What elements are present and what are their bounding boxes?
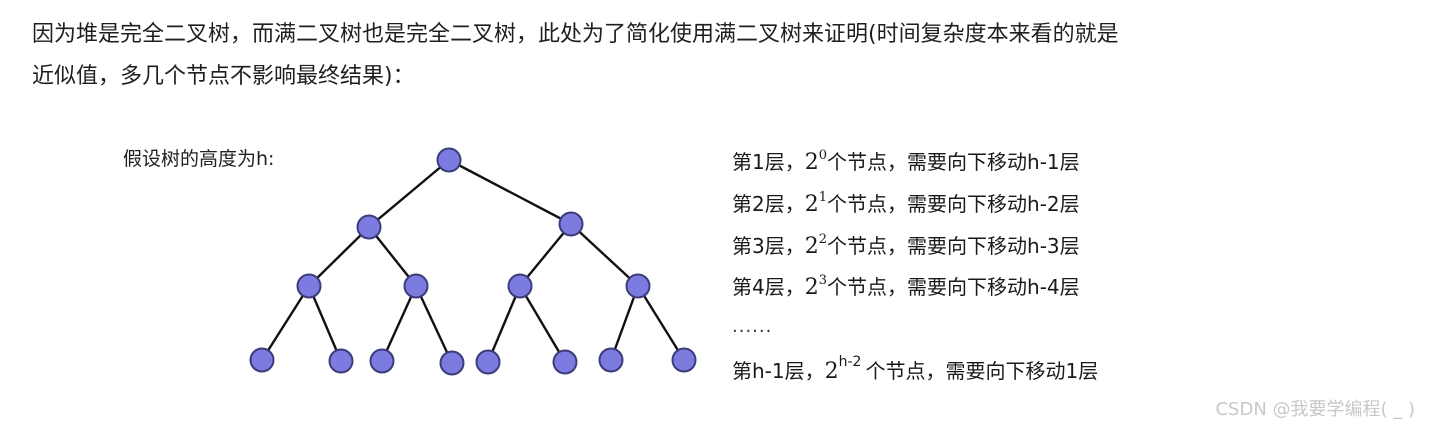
level-prefix: 第4层，: [732, 275, 805, 299]
tree-node: [249, 347, 275, 373]
power-exponent: 1: [818, 190, 828, 205]
level-prefix: 第3层，: [732, 234, 805, 258]
level-suffix: 个节点，需要向下移动h-4层: [827, 275, 1080, 299]
tree-height-assumption: 假设树的高度为h:: [123, 148, 275, 170]
intro-paragraph: 因为堆是完全二叉树，而满二叉树也是完全二叉树，此处为了简化使用满二叉树来证明(时…: [32, 14, 1362, 98]
tree-edges: [260, 158, 686, 364]
intro-line-2: 近似值，多几个节点不影响最终结果)：: [32, 64, 415, 89]
tree-edge: [368, 159, 450, 228]
level-row-3: 第3层，22个节点，需要向下移动h-3层: [732, 230, 1080, 259]
tree-edge: [519, 223, 572, 287]
tree-node: [328, 348, 354, 374]
tree-node: [436, 147, 462, 173]
tree-node: [507, 273, 533, 299]
level-row-4: 第4层，23个节点，需要向下移动h-4层: [732, 271, 1080, 300]
tree-node: [356, 214, 382, 240]
level-prefix: 第1层，: [732, 150, 805, 174]
tree-edge: [380, 285, 418, 362]
csdn-watermark: CSDN @我要学编程( _ ): [1215, 399, 1415, 420]
level-prefix: 第2层，: [732, 192, 805, 216]
tree-nodes: [249, 147, 697, 376]
tree-edge: [414, 285, 454, 364]
tree-edge: [486, 285, 522, 363]
level-row-1: 第1层，20个节点，需要向下移动h-1层: [732, 146, 1080, 175]
tree-node: [403, 273, 429, 299]
level-suffix: 个节点，需要向下移动h-1层: [827, 150, 1080, 174]
tree-node: [439, 350, 465, 376]
tree-node: [369, 348, 395, 374]
power-base: 2: [804, 234, 819, 259]
level-suffix: 个节点，需要向下移动h-3层: [827, 234, 1080, 258]
tree-edge: [368, 226, 417, 287]
tree-edge: [308, 226, 370, 287]
tree-edge: [307, 285, 343, 362]
tree-edge: [636, 285, 686, 361]
power-exponent: 2: [818, 232, 828, 247]
tree-node: [558, 211, 584, 237]
tree-node: [475, 349, 501, 375]
level-ellipsis: ......: [732, 316, 773, 337]
power-base: 2: [804, 275, 819, 300]
intro-line-1: 因为堆是完全二叉树，而满二叉树也是完全二叉树，此处为了简化使用满二叉树来证明(时…: [32, 22, 1119, 47]
power-base: 2: [824, 359, 839, 384]
tree-node: [296, 273, 322, 299]
tree-edge: [518, 285, 567, 363]
tree-node: [625, 273, 651, 299]
power-exponent: 0: [818, 148, 828, 163]
tree-node: [671, 347, 697, 373]
level-suffix: 个节点，需要向下移动h-2层: [827, 192, 1080, 216]
tree-edge: [609, 285, 640, 361]
power-exponent: 3: [818, 273, 828, 288]
tree-edge: [260, 285, 311, 361]
level-suffix: 个节点，需要向下移动1层: [865, 359, 1099, 383]
tree-edge: [570, 223, 639, 287]
power-base: 2: [804, 192, 819, 217]
level-row-2: 第2层，21个节点，需要向下移动h-2层: [732, 188, 1080, 217]
tree-node: [552, 349, 578, 375]
power-base: 2: [804, 150, 819, 175]
tree-edge: [448, 158, 572, 226]
power-exponent: h-2: [838, 354, 862, 370]
tree-node: [598, 347, 624, 373]
level-prefix: 第h-1层，: [732, 359, 825, 383]
